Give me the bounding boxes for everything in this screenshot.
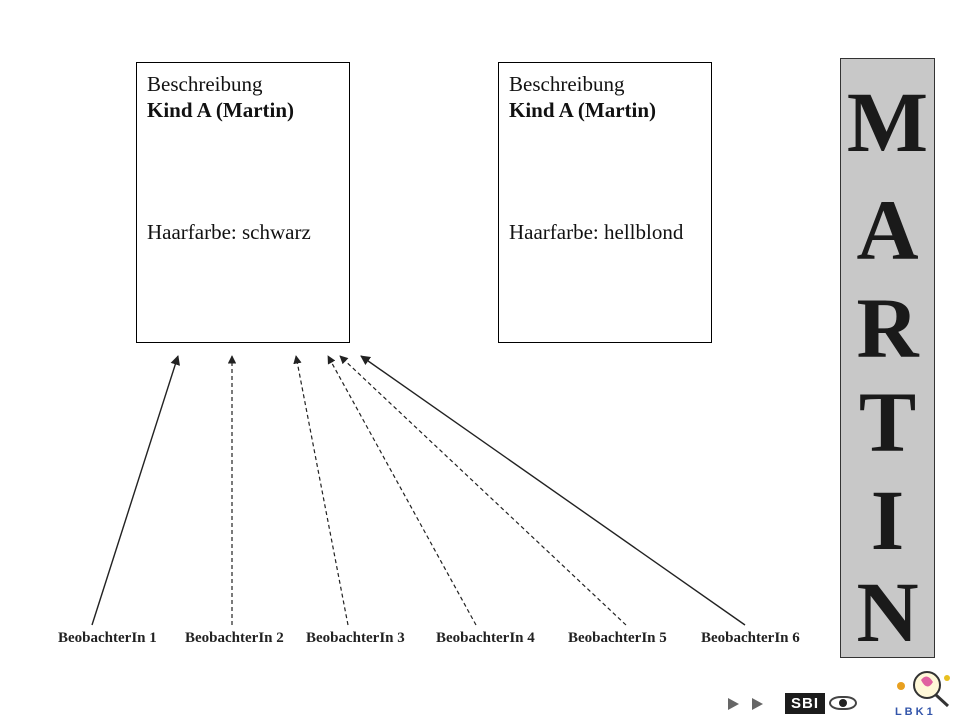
- observer-label-4: BeobachterIn 4: [436, 630, 535, 646]
- lbk-logo: L B K 1: [895, 671, 950, 718]
- observer-label-3: BeobachterIn 3: [306, 630, 405, 646]
- arrow-observer-5: [339, 355, 627, 626]
- card-heading: Beschreibung: [509, 72, 625, 96]
- observer-label-2: BeobachterIn 2: [185, 630, 284, 646]
- arrow-observer-3: [293, 355, 349, 626]
- card-attribute: Haarfarbe: schwarz: [147, 220, 311, 244]
- observer-label-1: BeobachterIn 1: [58, 630, 157, 646]
- description-card-left: Beschreibung Kind A (Martin) Haarfarbe: …: [136, 62, 350, 343]
- sbi-logo: SBI: [785, 690, 871, 716]
- last-slide-icon[interactable]: [752, 698, 763, 710]
- name-letter: M: [846, 74, 929, 170]
- name-letter: I: [870, 472, 905, 568]
- arrow-observer-6: [360, 355, 746, 626]
- description-card-right: Beschreibung Kind A (Martin) Haarfarbe: …: [498, 62, 712, 343]
- observer-label-6: BeobachterIn 6: [701, 630, 800, 646]
- arrow-observer-1: [91, 355, 180, 626]
- name-letter: A: [856, 182, 919, 278]
- sbi-logo-text: SBI: [785, 692, 826, 714]
- arrow-observer-4: [327, 355, 477, 626]
- name-letter: N: [856, 564, 919, 660]
- observer-label-5: BeobachterIn 5: [568, 630, 667, 646]
- name-letter: R: [856, 280, 919, 376]
- name-letter: T: [858, 374, 917, 470]
- card-attribute: Haarfarbe: hellblond: [509, 220, 684, 244]
- next-slide-icon[interactable]: [728, 698, 739, 710]
- lbk-logo-text: L B K 1: [895, 706, 933, 718]
- card-heading: Beschreibung: [147, 72, 263, 96]
- name-panel: M A R T I N: [840, 58, 935, 658]
- card-subject: Kind A (Martin): [147, 98, 295, 122]
- eye-icon: [829, 696, 858, 710]
- card-subject: Kind A (Martin): [509, 98, 657, 122]
